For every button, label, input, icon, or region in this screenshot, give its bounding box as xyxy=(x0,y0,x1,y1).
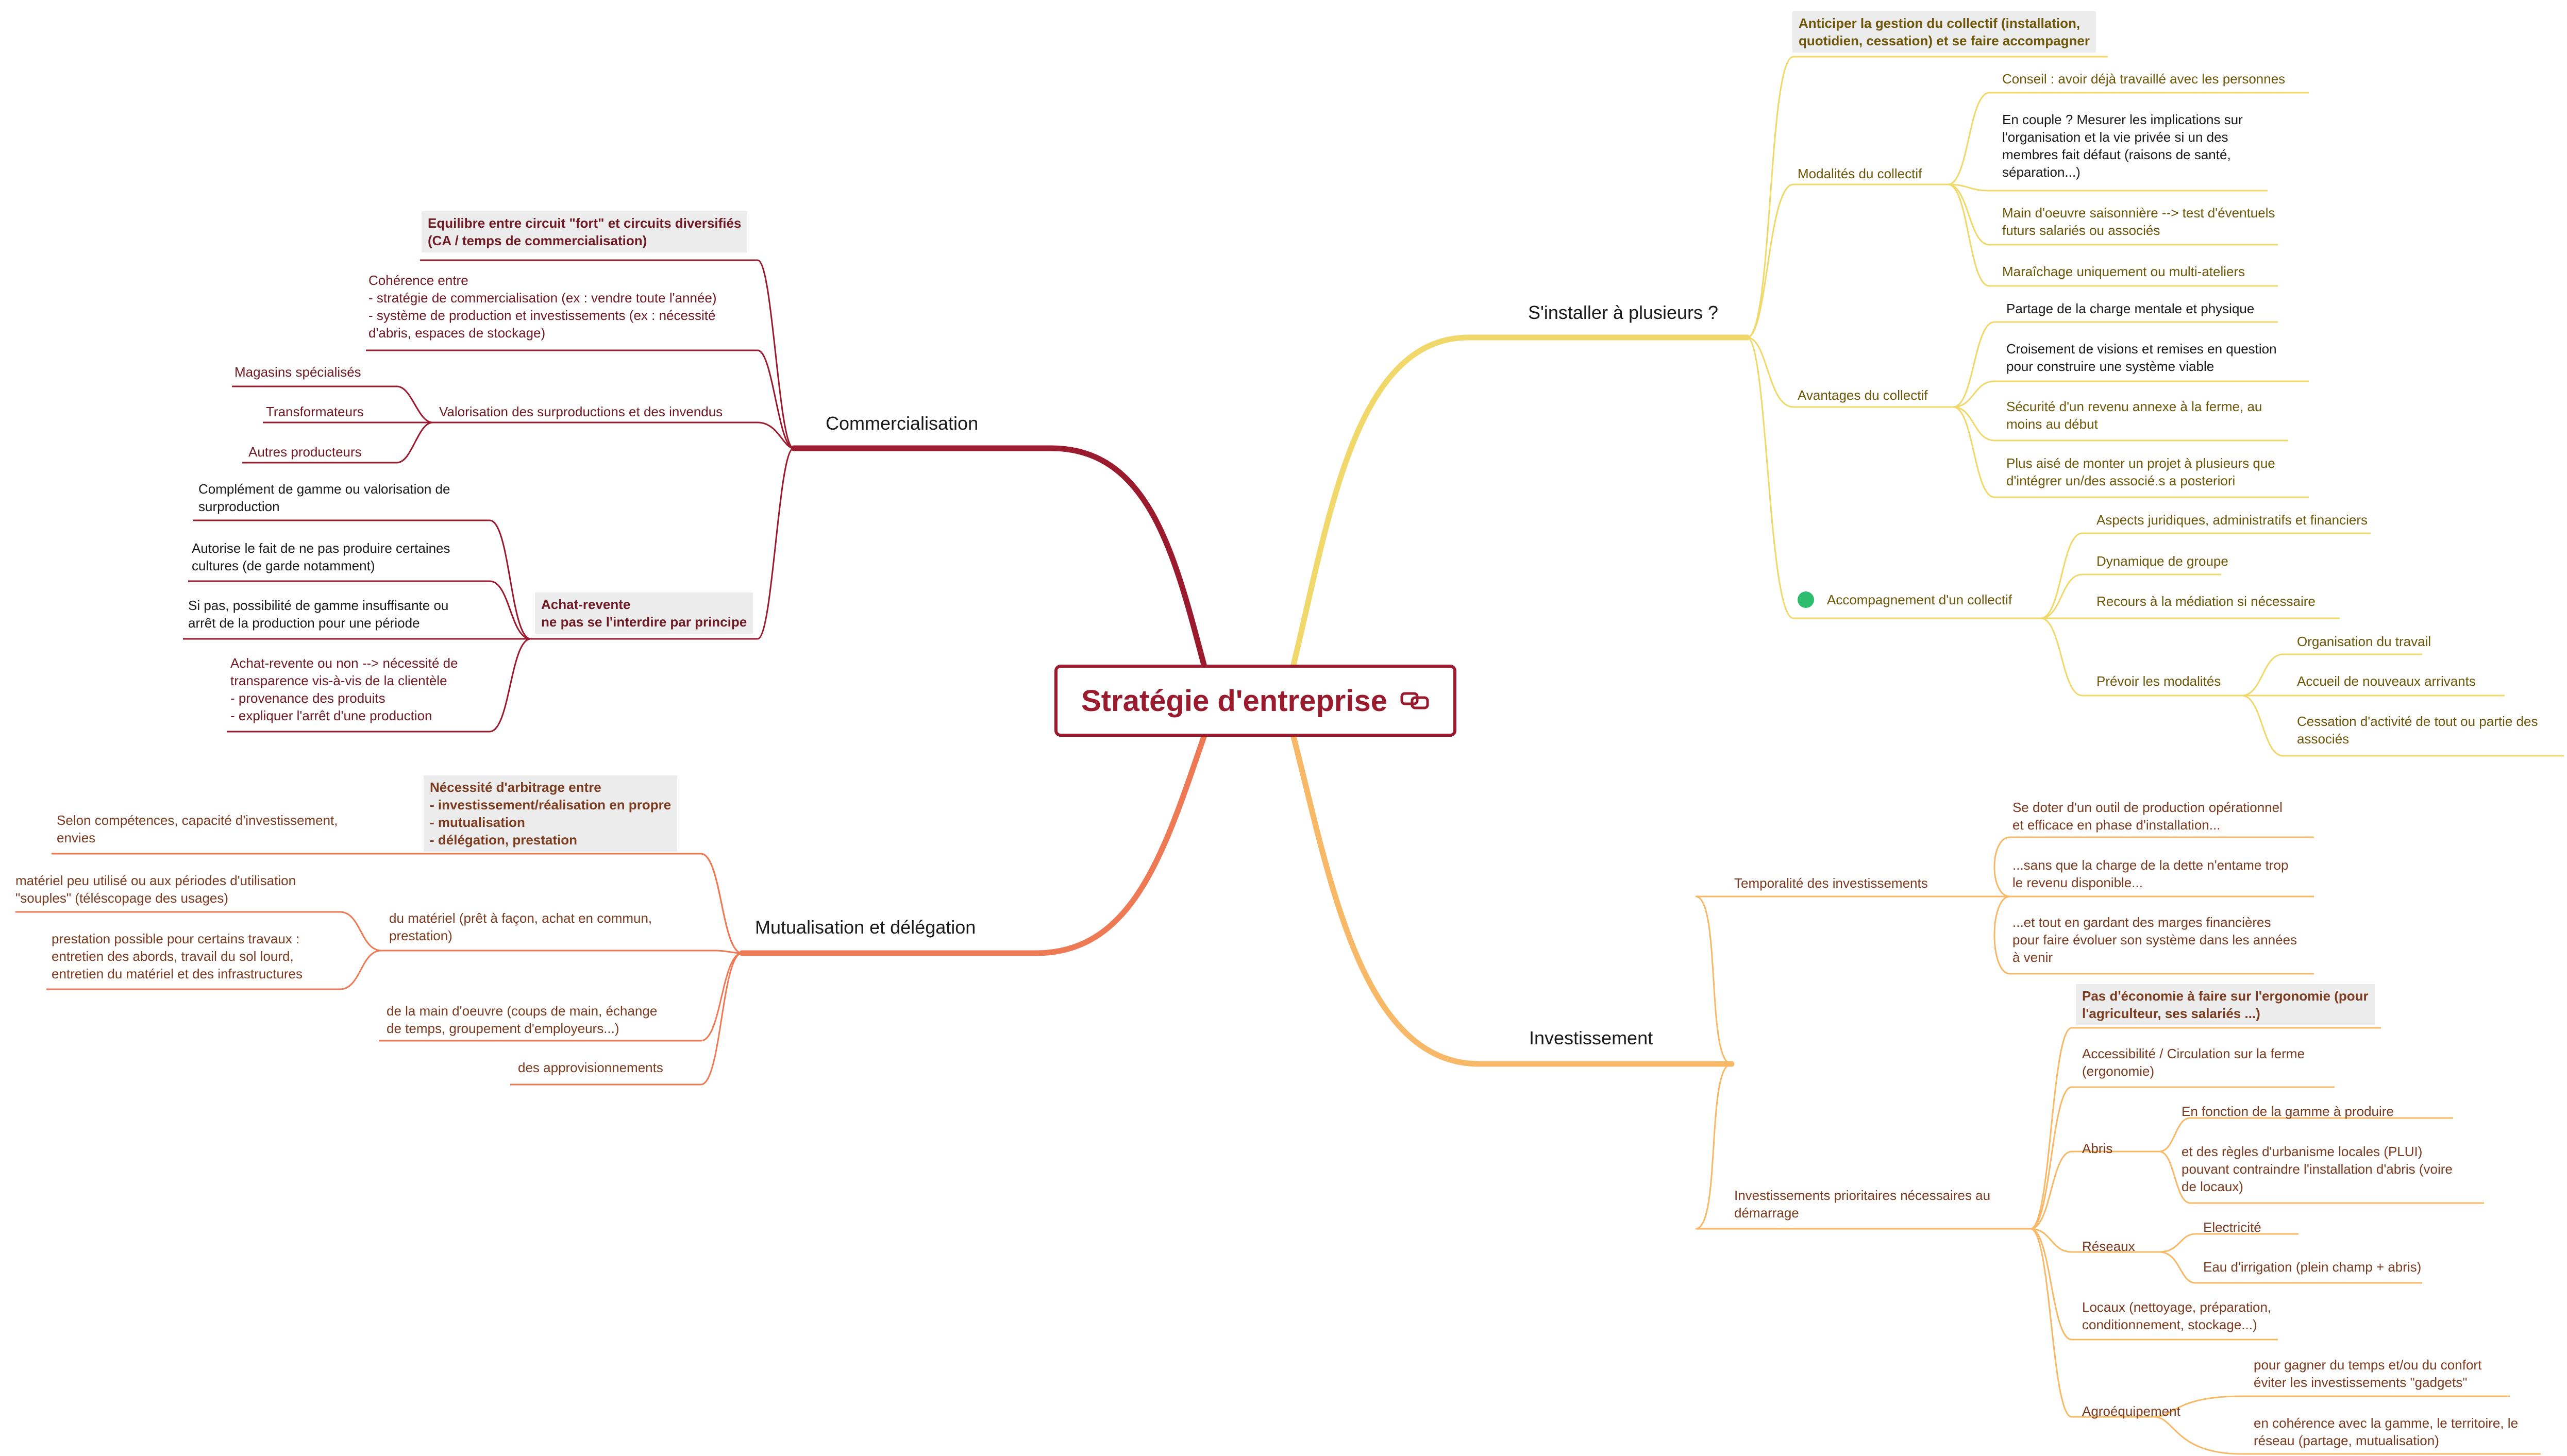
abris-item[interactable]: En fonction de la gamme à produire xyxy=(2182,1104,2394,1119)
accompagnement-item[interactable]: Aspects juridiques, administratifs et fi… xyxy=(2096,512,2368,528)
temporalite-item[interactable]: Se doter d'un outil de production opérat… xyxy=(2012,800,2283,833)
valorisation-item[interactable]: Transformateurs xyxy=(266,404,364,419)
materiel-node[interactable]: du matériel (prêt à façon, achat en comm… xyxy=(389,910,652,943)
achat-revente-item[interactable]: Si pas, possibilité de gamme insuffisant… xyxy=(188,598,449,631)
prevoir-node[interactable]: Prévoir les modalités xyxy=(2096,673,2221,689)
mutualisation-approvisionnements[interactable]: des approvisionnements xyxy=(518,1060,663,1075)
branch-investissement[interactable]: Investissement xyxy=(1529,1027,1653,1048)
prioritaires-node[interactable]: Investissements prioritaires nécessaires… xyxy=(1734,1188,1991,1221)
prevoir-item[interactable]: Accueil de nouveaux arrivants xyxy=(2297,673,2476,689)
abris-node[interactable]: Abris xyxy=(2082,1141,2113,1156)
agro-node[interactable]: Agroéquipement xyxy=(2082,1403,2180,1419)
reseaux-item[interactable]: Electricité xyxy=(2203,1220,2261,1235)
avantages-item[interactable]: Plus aisé de monter un projet à plusieur… xyxy=(2006,455,2275,488)
avantages-item[interactable]: Croisement de visions et remises en ques… xyxy=(2006,341,2277,374)
reseaux-node[interactable]: Réseaux xyxy=(2082,1239,2135,1254)
modalites-item[interactable]: Maraîchage uniquement ou multi-ateliers xyxy=(2002,264,2245,279)
prevoir-item[interactable]: Organisation du travail xyxy=(2297,634,2431,649)
commercialisation-equilibre[interactable]: Equilibre entre circuit "fort" et circui… xyxy=(422,211,748,252)
star-badge-icon xyxy=(1798,591,1814,608)
achat-revente-item[interactable]: Autorise le fait de ne pas produire cert… xyxy=(192,540,450,573)
avantages-item[interactable]: Partage de la charge mentale et physique xyxy=(2006,301,2255,316)
reseaux-item[interactable]: Eau d'irrigation (plein champ + abris) xyxy=(2203,1259,2422,1275)
agro-item[interactable]: pour gagner du temps et/ou du confort év… xyxy=(2254,1357,2482,1390)
materiel-item[interactable]: prestation possible pour certains travau… xyxy=(52,931,303,981)
branch-installer[interactable]: S'installer à plusieurs ? xyxy=(1528,302,1719,323)
link-icon[interactable] xyxy=(1400,690,1430,711)
valorisation-node[interactable]: Valorisation des surproductions et des i… xyxy=(439,404,723,419)
abris-item[interactable]: et des règles d'urbanisme locales (PLUI)… xyxy=(2182,1144,2453,1194)
root-label: Stratégie d'entreprise xyxy=(1081,684,1387,718)
achat-revente-item[interactable]: Complément de gamme ou valorisation de s… xyxy=(198,481,450,514)
mutualisation-main-oeuvre[interactable]: de la main d'oeuvre (coups de main, écha… xyxy=(387,1003,658,1036)
mutualisation-arbitrage[interactable]: Nécessité d'arbitrage entre - investisse… xyxy=(424,775,678,852)
avantages-node[interactable]: Avantages du collectif xyxy=(1798,387,1928,403)
valorisation-item[interactable]: Autres producteurs xyxy=(248,444,362,460)
modalites-item[interactable]: Conseil : avoir déjà travaillé avec les … xyxy=(2002,71,2286,87)
temporalite-item[interactable]: ...sans que la charge de la dette n'enta… xyxy=(2012,857,2289,890)
root-node[interactable]: Stratégie d'entreprise xyxy=(1054,665,1456,737)
branch-commercialisation[interactable]: Commercialisation xyxy=(826,413,979,434)
prioritaires-locaux[interactable]: Locaux (nettoyage, préparation, conditio… xyxy=(2082,1299,2272,1332)
mutualisation-competences[interactable]: Selon compétences, capacité d'investisse… xyxy=(57,812,338,845)
temporalite-node[interactable]: Temporalité des investissements xyxy=(1734,875,1928,891)
branch-mutualisation[interactable]: Mutualisation et délégation xyxy=(755,917,976,938)
achat-revente-item[interactable]: Achat-revente ou non --> nécessité de tr… xyxy=(230,655,458,723)
installer-anticiper[interactable]: Anticiper la gestion du collectif (insta… xyxy=(1792,11,2096,53)
prevoir-item[interactable]: Cessation d'activité de tout ou partie d… xyxy=(2297,714,2538,747)
prioritaires-ergonomie[interactable]: Pas d'économie à faire sur l'ergonomie (… xyxy=(2076,984,2375,1025)
accompagnement-node[interactable]: Accompagnement d'un collectif xyxy=(1827,592,2012,607)
agro-item[interactable]: en cohérence avec la gamme, le territoir… xyxy=(2254,1415,2519,1448)
avantages-item[interactable]: Sécurité d'un revenu annexe à la ferme, … xyxy=(2006,399,2262,432)
achat-revente-node[interactable]: Achat-revente ne pas se l'interdire par … xyxy=(535,592,753,634)
temporalite-item[interactable]: ...et tout en gardant des marges financi… xyxy=(2012,915,2297,965)
modalites-item[interactable]: Main d'oeuvre saisonnière --> test d'éve… xyxy=(2002,205,2275,238)
trunk-installer xyxy=(1290,334,1750,668)
modalites-node[interactable]: Modalités du collectif xyxy=(1798,166,1922,181)
trunk-mutualisation xyxy=(739,734,1207,956)
valorisation-item[interactable]: Magasins spécialisés xyxy=(234,364,361,380)
modalites-item[interactable]: En couple ? Mesurer les implications sur… xyxy=(2002,112,2243,180)
prioritaires-accessibilite[interactable]: Accessibilité / Circulation sur la ferme… xyxy=(2082,1046,2305,1079)
trunk-investissement xyxy=(1290,734,1735,1067)
accompagnement-item[interactable]: Recours à la médiation si nécessaire xyxy=(2096,594,2316,609)
trunk-commercialisation xyxy=(791,445,1207,668)
materiel-item[interactable]: matériel peu utilisé ou aux périodes d'u… xyxy=(15,873,296,906)
commercialisation-coherence[interactable]: Cohérence entre - stratégie de commercia… xyxy=(368,273,717,341)
accompagnement-item[interactable]: Dynamique de groupe xyxy=(2096,553,2228,569)
